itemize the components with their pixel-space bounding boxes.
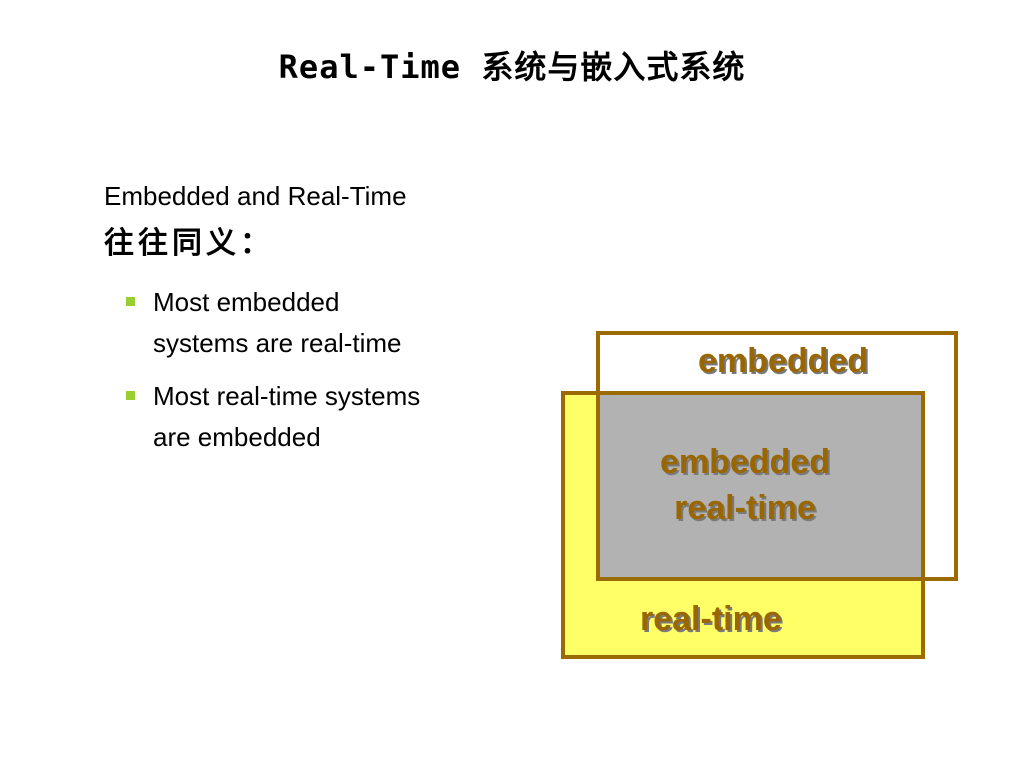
bullet-item: Most embedded systems are real-time (124, 282, 424, 364)
embedded-box-edge (921, 577, 958, 581)
lead-text: Embedded and Real-Time (104, 181, 407, 211)
overlap-box (596, 391, 925, 581)
embedded-label: embedded (698, 342, 869, 380)
overlap-label: embedded real-time (600, 439, 890, 531)
overlap-label-line1: embedded (659, 443, 831, 481)
bullet-list: Most embedded systems are real-time Most… (124, 282, 424, 470)
embedded-box-edge (954, 331, 958, 581)
slide-title: Real-Time 系统与嵌入式系统 (278, 48, 746, 86)
square-bullet-icon (126, 297, 135, 306)
square-bullet-icon (126, 391, 135, 400)
lead-chinese: 往往同义： (104, 226, 274, 261)
realtime-label: real-time (640, 600, 782, 638)
bullet-text: Most real-time systems are embedded (153, 381, 421, 452)
overlap-label-line2: real-time (674, 489, 816, 527)
bullet-text: Most embedded systems are real-time (153, 287, 402, 358)
lead-paragraph: Embedded and Real-Time 往往同义： (104, 172, 434, 268)
bullet-item: Most real-time systems are embedded (124, 376, 424, 458)
